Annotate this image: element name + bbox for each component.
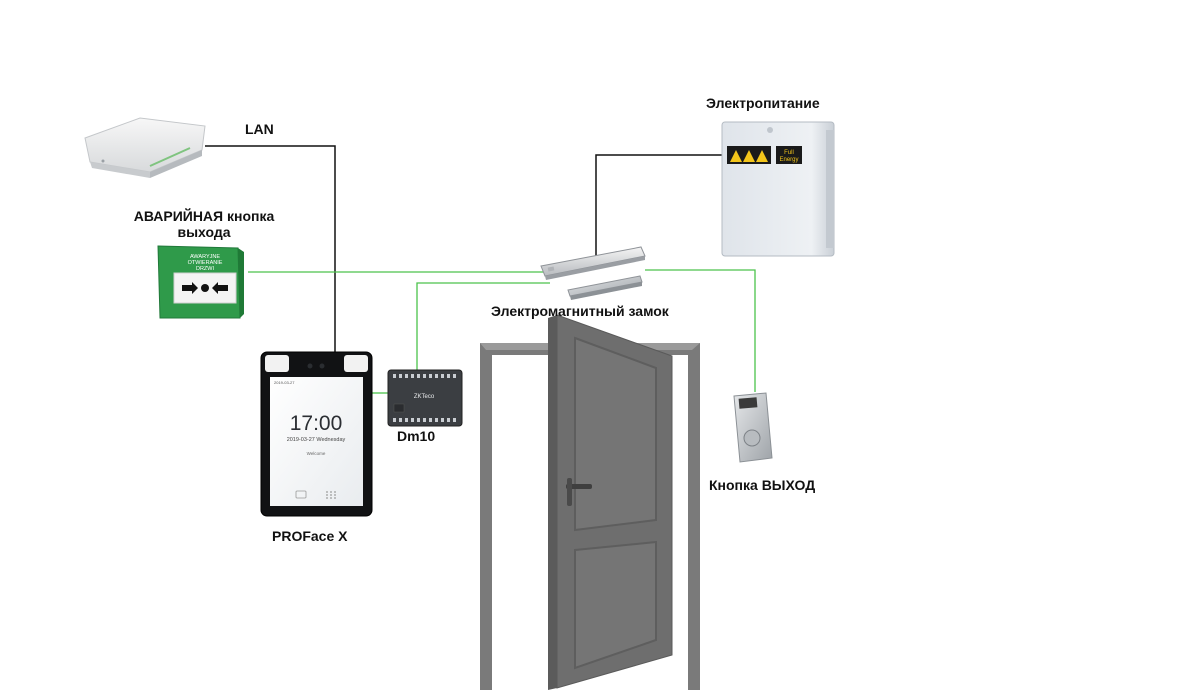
electromagnetic-lock [540,246,646,300]
emergency-exit-button: AWARYJNE OTWIERANIE DRZWI [157,245,244,319]
emergency-button-label-line1: АВАРИЙНАЯ кнопка [133,208,275,224]
terminal-status-date: 2019-03-27 [274,380,295,385]
wiring [205,145,756,394]
exit-push-button [733,392,773,463]
maglock-label: Электромагнитный замок [491,303,669,319]
emergency-box-text-1: AWARYJNE [190,254,220,260]
terminal-screen [270,377,363,506]
controller-dm10: ZKTeco [387,369,463,427]
network-switch [84,117,206,178]
arrow-right-icon [182,282,198,294]
psu-brand-line2: Energy [779,157,798,163]
lan-label: LAN [245,121,274,137]
psu-brand-line1: Full [784,150,794,156]
power-supply-unit: Full Energy [721,121,835,257]
lan-wire [205,145,336,352]
exit-button-label: Кнопка ВЫХОД [709,477,816,493]
power-wire [595,154,728,258]
terminal-card-icon [295,490,307,499]
emergency-box-text-2: OTWIERANIE [188,260,223,266]
door [480,314,700,690]
terminal-date: 2019-03-27 Wednesday [287,437,346,443]
emergency-button-label: АВАРИЙНАЯ кнопка выхода [104,208,304,240]
exit-button-push-icon [743,429,761,447]
emergency-center-dot-icon [201,284,209,292]
controller-label: Dm10 [397,428,436,444]
controller-lock-wire [416,282,550,370]
terminal-label: PROFace X [272,528,348,544]
controller-brand: ZKTeco [414,394,435,400]
terminal-time: 17:00 [290,412,343,435]
door-handle-icon [566,484,592,489]
power-supply-label: Электропитание [706,95,820,111]
terminal-proface-x: 2019-03-27 17:00 2019-03-27 Wednesday We… [260,351,373,517]
exit-button-wire [645,269,756,392]
terminal-welcome: Welcome [307,451,326,456]
arrow-left-icon [212,282,228,294]
terminal-keypad-icon [326,491,336,499]
emergency-box-text-3: DRZWI [196,266,214,272]
emergency-button-label-line2: выхода [177,224,231,240]
